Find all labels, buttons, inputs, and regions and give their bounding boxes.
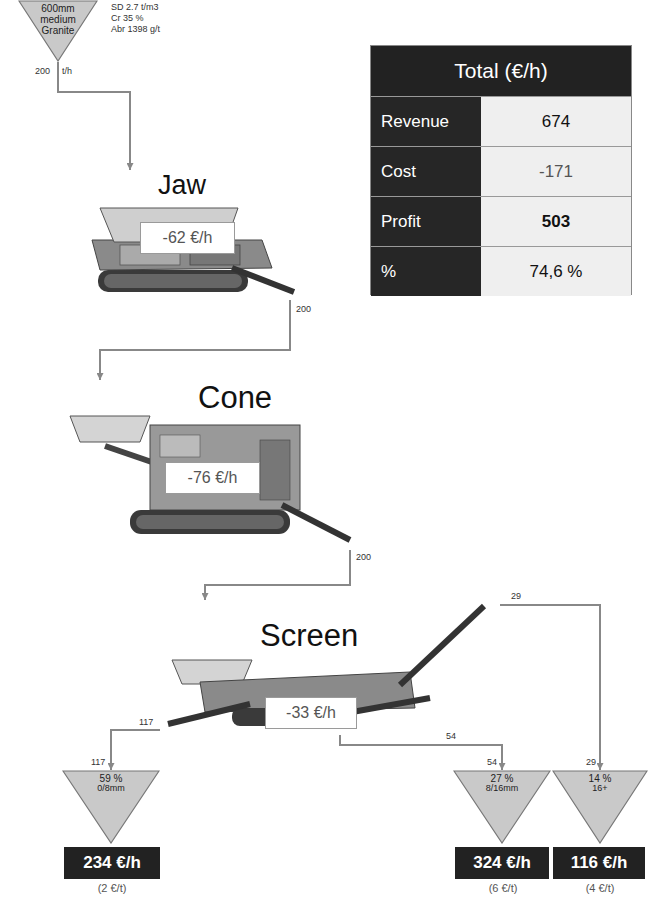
cost-text: -76 €/h xyxy=(188,469,238,487)
machine-name: Cone xyxy=(198,380,272,416)
cone-crusher-illustration xyxy=(70,416,350,540)
flow-value: 117 xyxy=(90,757,106,767)
table-cell: 74,6 % xyxy=(530,262,583,282)
revenue-text: 234 €/h xyxy=(83,853,141,873)
table-cell: Profit xyxy=(381,212,421,232)
stockpile-text: 59 % xyxy=(71,773,151,784)
stockpile-triangle: 59 %0/8mm xyxy=(62,770,160,844)
table-cell: 674 xyxy=(542,112,570,132)
cost-text: -33 €/h xyxy=(286,704,336,722)
flow-value: 200 xyxy=(34,66,51,76)
table-value-cell: 674 xyxy=(481,96,631,146)
table-cell: Cost xyxy=(381,162,416,182)
flow-connector xyxy=(58,62,130,170)
flow-value: t/h xyxy=(61,66,73,76)
flow-connector xyxy=(111,730,160,770)
table-value-cell: 503 xyxy=(481,196,631,246)
table-value-cell: -171 xyxy=(481,146,631,196)
stockpile-text: 16+ xyxy=(561,784,639,794)
flow-connector xyxy=(340,735,502,770)
price-per-ton: (2 €/t) xyxy=(61,882,163,894)
machine-unit: Screen -33 €/h xyxy=(160,600,500,735)
stockpile-text: 600mm medium Granite xyxy=(27,3,89,36)
cost-box: -62 €/h xyxy=(140,222,235,254)
total-table: Total (€/h) Revenue 674Cost -171Profit 503% 7… xyxy=(370,45,632,295)
flow-value: 200 xyxy=(295,304,312,314)
flow-value: 54 xyxy=(445,731,457,741)
material-property: Abr 1398 g/t xyxy=(110,24,161,34)
material-property: SD 2.7 t/m3 xyxy=(110,2,160,12)
material-property: Cr 35 % xyxy=(110,13,145,23)
stockpile-text: 0/8mm xyxy=(71,784,151,794)
screen-illustration xyxy=(168,606,484,726)
table-cell: % xyxy=(381,262,396,282)
revenue-text: 324 €/h xyxy=(473,853,531,873)
machine-name: Jaw xyxy=(158,170,206,201)
revenue-box: 234 €/h xyxy=(64,847,160,879)
table-title: Total (€/h) xyxy=(454,59,547,83)
flow-connector xyxy=(205,550,350,600)
stockpile-text: 14 % xyxy=(561,773,639,784)
table-cell: 503 xyxy=(542,212,570,232)
table-row-head: Profit xyxy=(371,196,481,246)
stockpile-triangle: 14 %16+ xyxy=(552,770,648,844)
flow-value: 54 xyxy=(486,757,498,767)
table-row-head: Revenue xyxy=(371,96,481,146)
flow-connector xyxy=(500,605,600,770)
revenue-box: 116 €/h xyxy=(553,847,645,879)
stockpile-text: 8/16mm xyxy=(462,784,542,794)
stockpile-triangle: 600mm medium Granite xyxy=(18,0,98,62)
flow-value: 117 xyxy=(138,717,154,727)
cost-box: -33 €/h xyxy=(265,697,357,729)
table-header: Total (€/h) xyxy=(371,46,631,96)
cost-box: -76 €/h xyxy=(165,462,260,494)
stockpile-triangle: 27 %8/16mm xyxy=(453,770,551,844)
table-row-head: % xyxy=(371,246,481,296)
jaw-crusher-illustration xyxy=(92,208,294,292)
machine-unit: Cone -76 €/h xyxy=(65,380,355,550)
price-per-ton: (4 €/t) xyxy=(549,882,649,894)
price-per-ton: (6 €/t) xyxy=(452,882,554,894)
flow-value: 200 xyxy=(355,552,372,562)
flow-value: 29 xyxy=(510,591,522,601)
cost-text: -62 €/h xyxy=(163,229,213,247)
revenue-text: 116 €/h xyxy=(571,853,628,873)
flow-connector xyxy=(100,300,290,380)
table-row-head: Cost xyxy=(371,146,481,196)
machine-unit: Jaw -62 €/h xyxy=(85,170,300,300)
table-cell: -171 xyxy=(539,162,573,182)
table-cell: Revenue xyxy=(381,112,449,132)
stockpile-text: 27 % xyxy=(462,773,542,784)
flow-value: 29 xyxy=(585,757,597,767)
machine-name: Screen xyxy=(260,618,358,654)
revenue-box: 324 €/h xyxy=(455,847,549,879)
table-value-cell: 74,6 % xyxy=(481,246,631,296)
